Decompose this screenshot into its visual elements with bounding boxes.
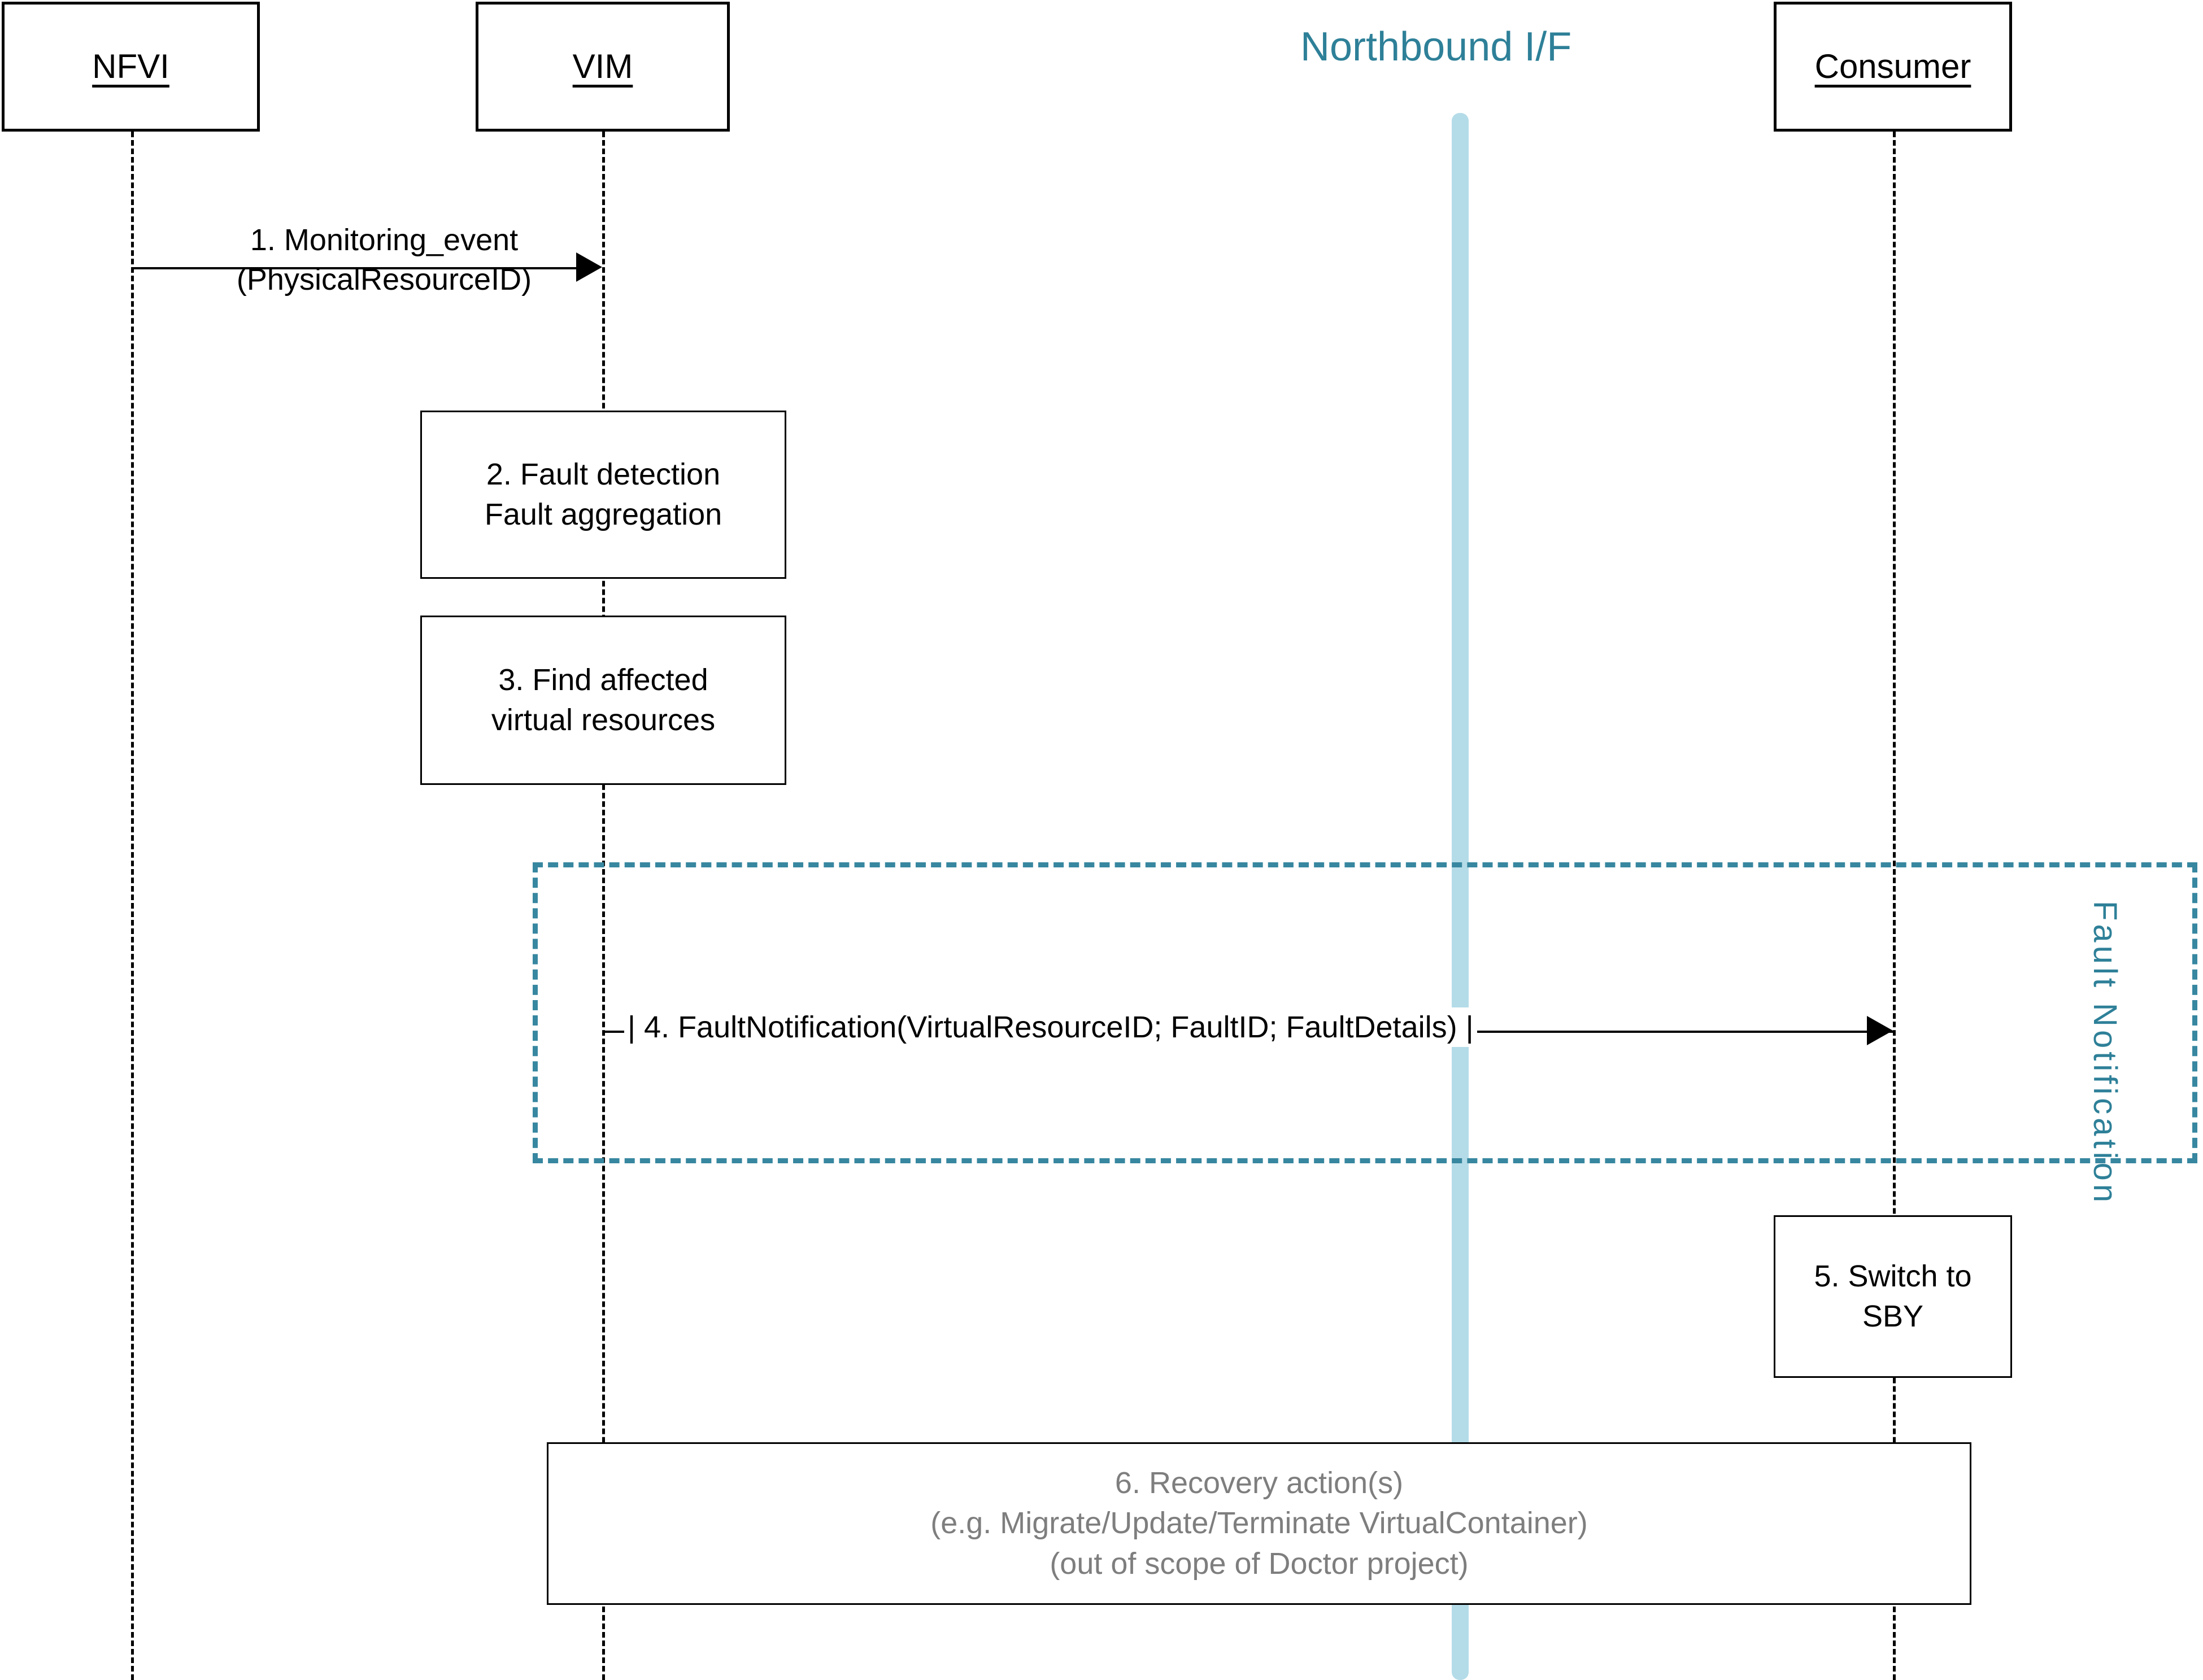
action-box-recovery-actions-line2: (e.g. Migrate/Update/Terminate VirtualCo…	[930, 1506, 1588, 1541]
fragment-fault-notification	[533, 862, 2197, 1163]
lifeline-header-consumer[interactable]: Consumer	[1774, 2, 2012, 132]
message-1-label: 1. Monitoring_event (PhysicalResourceID)	[203, 220, 565, 299]
lifeline-nfvi	[131, 132, 134, 1680]
northbound-interface-title: Northbound I/F	[1300, 24, 1572, 69]
action-box-recovery-actions[interactable]: 6. Recovery action(s) (e.g. Migrate/Upda…	[547, 1442, 1971, 1605]
message-4-label: | 4. FaultNotification(VirtualResourceID…	[624, 1007, 1477, 1048]
action-box-find-affected-resources-line1: 3. Find affected	[498, 662, 708, 697]
action-box-find-affected-resources-line2: virtual resources	[491, 703, 716, 737]
message-4-label-line1: | 4. FaultNotification(VirtualResourceID…	[628, 1010, 1474, 1044]
action-box-fault-detection-line1: 2. Fault detection	[486, 457, 721, 491]
message-1-label-line2: (PhysicalResourceID)	[236, 263, 532, 297]
message-1-label-line1: 1. Monitoring_event	[250, 223, 519, 257]
lifeline-vim	[602, 132, 605, 1680]
message-4-arrowhead	[1867, 1016, 1893, 1045]
action-box-switch-to-sby-line1: 5. Switch to	[1814, 1259, 1972, 1293]
action-box-switch-to-sby[interactable]: 5. Switch to SBY	[1774, 1215, 2012, 1378]
lifeline-header-nfvi[interactable]: NFVI	[2, 2, 260, 132]
lifeline-header-vim[interactable]: VIM	[476, 2, 730, 132]
message-1-line	[131, 267, 576, 269]
action-box-recovery-actions-line3: (out of scope of Doctor project)	[1050, 1546, 1469, 1581]
message-1-arrowhead	[576, 252, 602, 282]
action-box-switch-to-sby-line2: SBY	[1862, 1299, 1924, 1333]
action-box-recovery-actions-line1: 6. Recovery action(s)	[1114, 1466, 1404, 1500]
action-box-fault-detection-line2: Fault aggregation	[484, 498, 722, 531]
northbound-interface-bar	[1452, 113, 1469, 1680]
lifeline-header-nfvi-label: NFVI	[92, 47, 169, 85]
lifeline-consumer	[1893, 132, 1896, 1680]
fragment-fault-notification-label: Fault Notification	[2087, 901, 2123, 1206]
lifeline-header-consumer-label: Consumer	[1814, 47, 1971, 85]
action-box-fault-detection[interactable]: 2. Fault detection Fault aggregation	[420, 411, 786, 579]
action-box-find-affected-resources[interactable]: 3. Find affected virtual resources	[420, 616, 786, 785]
lifeline-header-vim-label: VIM	[572, 47, 633, 85]
